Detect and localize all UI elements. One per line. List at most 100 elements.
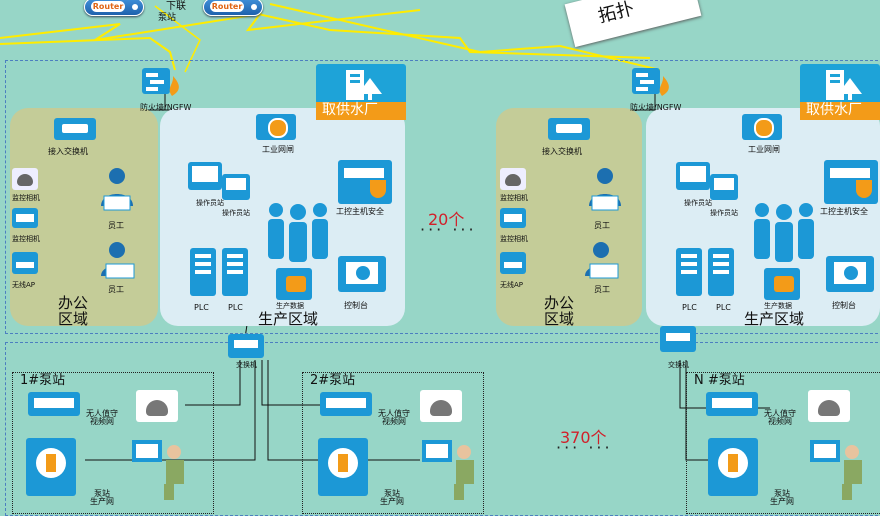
operator-icon	[810, 440, 862, 500]
building-icon	[826, 70, 862, 100]
control-console-label: 控制台	[344, 301, 368, 310]
wifi-ap-icon	[12, 252, 38, 274]
firewall-label-2: 防火墙/NGFW	[630, 103, 682, 112]
host-security-icon	[338, 160, 392, 204]
pump-icon	[708, 438, 758, 496]
station-ellipsis: ··· ···	[556, 438, 613, 457]
plc-icon	[708, 248, 734, 296]
box-camera-icon	[12, 208, 38, 228]
wifi-ap-label: 无线AP	[12, 281, 36, 289]
dome-camera-icon	[808, 390, 850, 422]
team-icon	[754, 203, 814, 262]
staff-2-label: 员工	[108, 285, 124, 294]
box-camera-icon	[320, 392, 372, 416]
control-console-label-2: 控制台	[832, 301, 856, 310]
host-security-icon	[824, 160, 878, 204]
access-switch-label-2: 接入交换机	[542, 147, 582, 156]
team-icon	[268, 203, 328, 262]
dome-camera-icon	[500, 168, 526, 190]
host-security-label: 工控主机安全	[336, 207, 384, 216]
switch-label: 交换机	[236, 361, 257, 369]
operator-station-label-4: 操作员站	[710, 209, 738, 217]
access-switch-icon	[54, 118, 96, 140]
box-camera-icon	[500, 208, 526, 228]
firewall-icon	[632, 68, 669, 96]
box-camera-icon	[706, 392, 758, 416]
production-data-label-2: 生产数据	[764, 302, 792, 310]
plc-2-label: PLC	[228, 303, 243, 312]
plc-icon	[222, 248, 248, 296]
camera-1-label: 监控相机	[12, 194, 40, 202]
router-1: Router	[84, 0, 144, 16]
water-supply-plant-sign-2: 取供水厂	[800, 64, 880, 120]
box-camera-icon	[28, 392, 80, 416]
plc-icon	[190, 248, 216, 296]
station-1-prod-label: 泵站 生产网	[90, 489, 114, 506]
plant-count: 20个	[428, 210, 465, 229]
production-zone-label: 生产区域	[258, 310, 319, 328]
camera-2-label-2: 监控相机	[500, 235, 528, 243]
operator-pc-icon	[710, 174, 738, 200]
wifi-ap-label-2: 无线AP	[500, 281, 524, 289]
station-2-prod-label: 泵站 生产网	[380, 489, 404, 506]
staff-icon	[589, 168, 621, 211]
industrial-gateway-label-2: 工业网闸	[748, 145, 780, 154]
staff-1-label: 员工	[108, 221, 124, 230]
plant-ellipsis: ··· ···	[420, 220, 477, 239]
station-n-prod-label: 泵站 生产网	[770, 489, 794, 506]
staff-icon	[101, 168, 133, 211]
dome-camera-icon	[136, 390, 178, 422]
station-1-name: 1#泵站	[20, 373, 66, 388]
station-2-video-label: 无人值守 视频网	[378, 409, 410, 426]
station-1-video-label: 无人值守 视频网	[86, 409, 118, 426]
production-data-icon	[764, 268, 800, 300]
staff-icon	[585, 242, 619, 279]
switch-icon	[228, 334, 264, 358]
staff-icon	[101, 242, 135, 279]
firewall-icon	[142, 68, 179, 96]
downlink-label: 下联	[166, 1, 186, 12]
wifi-ap-icon	[500, 252, 526, 274]
station-2-name: 2#泵站	[310, 373, 356, 388]
industrial-gateway-label: 工业网闸	[262, 145, 294, 154]
operator-station-label-1: 操作员站	[196, 199, 224, 207]
staff-2-label-2: 员工	[594, 285, 610, 294]
pump-icon	[318, 438, 368, 496]
building-icon	[346, 70, 382, 100]
production-zone-label-2: 生产区域	[744, 310, 805, 328]
switch-label-2: 交换机	[668, 361, 689, 369]
access-switch-label: 接入交换机	[48, 147, 88, 156]
pump-station-label-top: 泵站	[158, 13, 177, 23]
station-n-name: N #泵站	[694, 373, 745, 388]
operator-monitor-icon	[676, 162, 710, 190]
operator-icon	[132, 440, 184, 500]
pump-icon	[26, 438, 76, 496]
host-security-label-2: 工控主机安全	[820, 207, 868, 216]
water-supply-plant-label-2: 取供水厂	[806, 102, 862, 118]
plc-1-label: PLC	[194, 303, 209, 312]
plc-4-label: PLC	[716, 303, 731, 312]
operator-icon	[422, 440, 474, 500]
operator-station-label-2: 操作员站	[222, 209, 250, 217]
industrial-gateway-icon	[742, 114, 782, 140]
operator-station-label-3: 操作员站	[684, 199, 712, 207]
production-data-label: 生产数据	[276, 302, 304, 310]
water-supply-plant-sign: 取供水厂	[316, 64, 406, 120]
router-2: Router	[203, 0, 263, 16]
production-data-icon	[276, 268, 312, 300]
switch-icon	[660, 326, 696, 352]
office-zone-label: 办公 区域	[58, 294, 89, 328]
camera-1-label-2: 监控相机	[500, 194, 528, 202]
dome-camera-icon	[420, 390, 462, 422]
water-supply-plant-label: 取供水厂	[322, 102, 378, 118]
office-zone-label-2: 办公 区域	[544, 294, 575, 328]
plc-icon	[676, 248, 702, 296]
station-count: 370个	[560, 428, 607, 447]
station-n-video-label: 无人值守 视频网	[764, 409, 796, 426]
control-console-icon	[826, 256, 874, 292]
staff-1-label-2: 员工	[594, 221, 610, 230]
operator-monitor-icon	[188, 162, 222, 190]
camera-2-label: 监控相机	[12, 235, 40, 243]
plc-3-label: PLC	[682, 303, 697, 312]
access-switch-icon	[548, 118, 590, 140]
